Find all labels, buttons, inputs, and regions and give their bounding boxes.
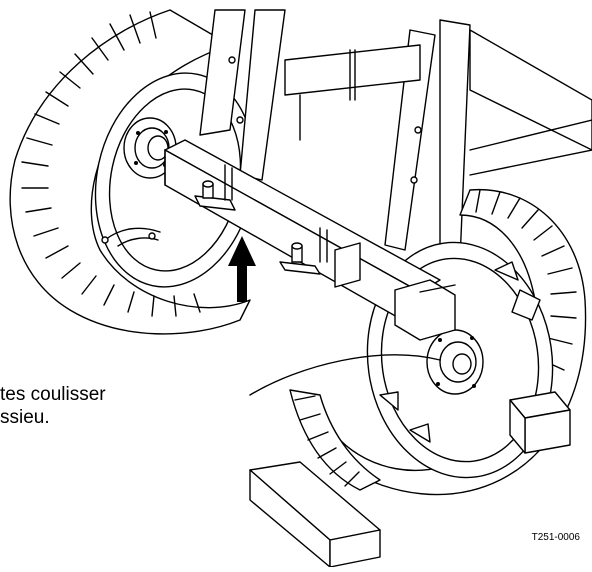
right-tire-lower — [249, 354, 441, 491]
frame — [199, 9, 592, 266]
axle-beam — [164, 139, 456, 341]
support-block-left — [249, 461, 381, 568]
caption-line-1: tes coulisser — [0, 384, 106, 405]
support-block-right — [509, 391, 571, 454]
left-tire-tread — [21, 11, 201, 317]
arrow-up-icon — [228, 236, 256, 302]
pin-right — [279, 261, 321, 275]
caption-line-2: ssieu. — [0, 407, 50, 428]
axle-end — [394, 279, 456, 341]
figure-reference: T251-0006 — [531, 532, 580, 543]
